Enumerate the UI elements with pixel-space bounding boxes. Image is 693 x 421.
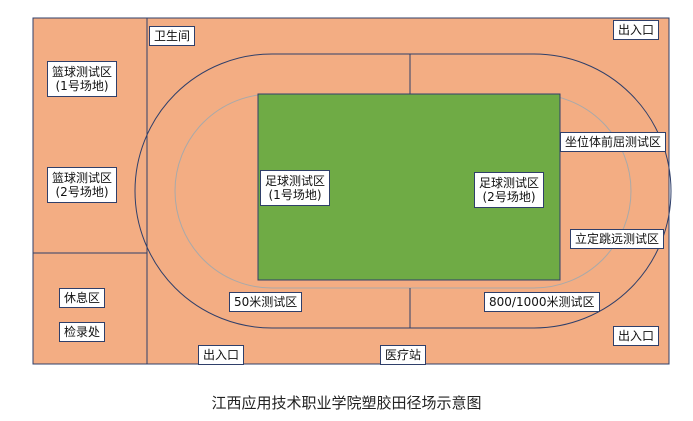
standing-long-jump-label: 立定跳远测试区 bbox=[570, 229, 665, 249]
registration-label: 检录处 bbox=[59, 322, 106, 342]
basketball-court-2-label: 篮球测试区 (2号场地) bbox=[47, 167, 118, 203]
sprint-50m-label: 50米测试区 bbox=[229, 292, 303, 312]
clinic-label: 医疗站 bbox=[380, 345, 427, 365]
football-field-1-label: 足球测试区 (1号场地) bbox=[260, 170, 331, 206]
exit-label-bottom-right: 出入口 bbox=[613, 326, 660, 346]
rest-area-label: 休息区 bbox=[59, 288, 106, 308]
basketball-court-1-name: 篮球测试区 bbox=[52, 65, 113, 79]
restroom-label: 卫生间 bbox=[149, 26, 196, 46]
basketball-court-2-number: (2号场地) bbox=[55, 185, 109, 199]
exit-label-bottom-left: 出入口 bbox=[198, 345, 245, 365]
football-field-2-number: (2号场地) bbox=[482, 190, 536, 204]
exit-label-top-right: 出入口 bbox=[613, 20, 660, 40]
map-caption: 江西应用技术职业学院塑胶田径场示意图 bbox=[211, 394, 482, 412]
football-field-1-name: 足球测试区 bbox=[265, 174, 326, 188]
run-800-1000m-label: 800/1000米测试区 bbox=[484, 292, 600, 312]
basketball-court-1-label: 篮球测试区 (1号场地) bbox=[47, 61, 118, 97]
running-track-outer bbox=[134, 53, 672, 329]
football-field-2-name: 足球测试区 bbox=[479, 176, 540, 190]
basketball-court-1-number: (1号场地) bbox=[55, 79, 109, 93]
sit-and-reach-label: 坐位体前屈测试区 bbox=[560, 132, 667, 152]
football-field-2-label: 足球测试区 (2号场地) bbox=[474, 172, 545, 208]
football-field-1-number: (1号场地) bbox=[268, 188, 322, 202]
basketball-court-2-name: 篮球测试区 bbox=[52, 171, 113, 185]
